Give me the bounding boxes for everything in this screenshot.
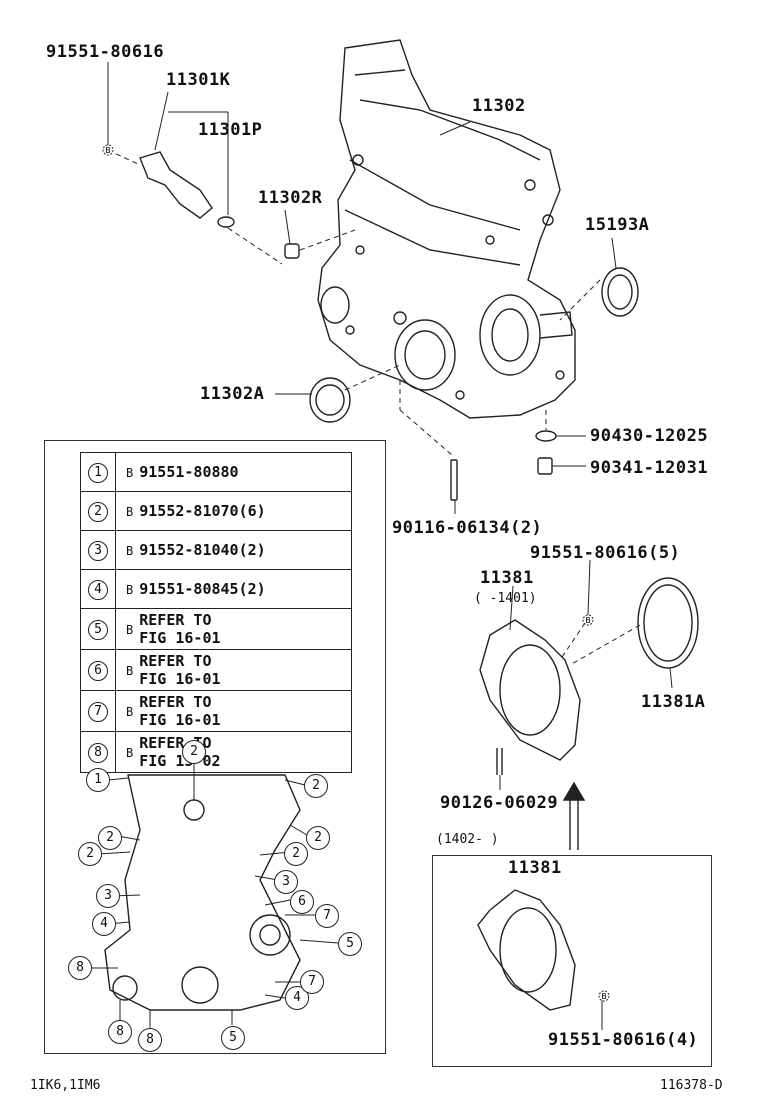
label-11301p: 11301P	[198, 120, 263, 140]
bolt-marker: B	[126, 745, 134, 760]
legend-ref-line2: FIG 15-02	[139, 752, 221, 770]
bolt-marker: B	[126, 544, 134, 558]
legend-frame	[44, 440, 386, 1054]
legend-row: 2 B 91552-81070(6)	[80, 491, 352, 531]
label-11302: 11302	[472, 96, 526, 116]
pin-5: 5	[338, 932, 362, 956]
pin-2: 2	[98, 826, 122, 850]
figure-id: 116378-D	[660, 1078, 723, 1093]
label-90116-06134: 90116-06134(2)	[392, 518, 543, 538]
bolt-marker: B	[126, 505, 134, 519]
legend-ref-line2: FIG 16-01	[139, 670, 221, 688]
legend-number: 3	[88, 540, 108, 561]
legend-row: 4 B 91551-80845(2)	[80, 569, 352, 609]
label-11302a: 11302A	[200, 384, 265, 404]
legend-number: 4	[88, 579, 108, 600]
label-11381a: 11381A	[641, 692, 706, 712]
label-91551-80616-4: 91551-80616(4)	[548, 1030, 699, 1050]
legend-part: 91552-81040(2)	[139, 541, 266, 559]
label-11301k: 11301K	[166, 70, 231, 90]
pin-2: 2	[284, 842, 308, 866]
svg-text:B: B	[601, 992, 607, 1001]
label-15193a: 15193A	[585, 215, 650, 235]
pin-8: 8	[68, 956, 92, 980]
bolt-marker: B	[126, 466, 134, 480]
legend-ref-line1: REFER TO	[139, 693, 212, 711]
legend-number: 7	[88, 701, 108, 722]
pin-2: 2	[304, 774, 328, 798]
legend-part: 91551-80880	[139, 463, 239, 481]
bolt-marker: B	[126, 583, 134, 597]
legend-number: 5	[88, 619, 108, 640]
label-11302r: 11302R	[258, 188, 323, 208]
pin-7: 7	[300, 970, 324, 994]
bolt-marker: B	[126, 622, 134, 637]
model-codes: 1IK6,1IM6	[30, 1078, 101, 1093]
legend-number: 2	[88, 501, 108, 522]
label-90341-12031: 90341-12031	[590, 458, 709, 478]
pin-1: 1	[86, 768, 110, 792]
legend-row: 1 B 91551-80880	[80, 452, 352, 492]
label-11381-top-range: ( -1401)	[474, 591, 537, 606]
legend-ref-line1: REFER TO	[139, 611, 212, 629]
pin-3: 3	[96, 884, 120, 908]
legend-ref-line2: FIG 16-01	[139, 711, 221, 729]
timing-cover-housing	[317, 39, 576, 419]
rear-oil-seal-retainer-bottom	[477, 889, 576, 1011]
svg-text:B: B	[585, 616, 591, 625]
crank-sensor-shape	[139, 151, 213, 219]
legend-ref-line2: FIG 16-01	[139, 629, 221, 647]
pin-3: 3	[274, 870, 298, 894]
pin-4: 4	[92, 912, 116, 936]
legend-number: 6	[88, 660, 108, 681]
pin-7: 7	[315, 904, 339, 928]
pin-6: 6	[290, 890, 314, 914]
bolt-marker: B	[126, 704, 134, 719]
label-90430-12025: 90430-12025	[590, 426, 709, 446]
legend-table: 1 B 91551-80880 2 B 91552-81070(6) 3 B 9155…	[80, 452, 352, 773]
pin-8: 8	[108, 1020, 132, 1044]
bolt-marker: B	[126, 663, 134, 678]
label-11381-bottom: 11381	[508, 858, 562, 878]
legend-ref-line1: REFER TO	[139, 652, 212, 670]
legend-number: 1	[88, 462, 108, 483]
pin-8: 8	[138, 1028, 162, 1052]
legend-row: 3 B 91552-81040(2)	[80, 530, 352, 570]
legend-part: 91552-81070(6)	[139, 502, 266, 520]
label-11381-top: 11381	[480, 568, 534, 588]
pin-2: 2	[306, 826, 330, 850]
legend-number: 8	[88, 742, 108, 763]
new-version-frame	[432, 855, 712, 1067]
svg-text:B: B	[105, 146, 111, 155]
label-11381-bottom-range: (1402- )	[436, 832, 499, 847]
pin-2: 2	[182, 740, 206, 764]
pin-2: 2	[78, 842, 102, 866]
pin-5: 5	[221, 1026, 245, 1050]
rear-oil-seal-retainer-top	[479, 619, 581, 761]
label-91551-80616: 91551-80616	[46, 42, 165, 62]
legend-part: 91551-80845(2)	[139, 580, 266, 598]
label-90126-06029: 90126-06029	[440, 793, 559, 813]
label-91551-80616-5: 91551-80616(5)	[530, 543, 681, 563]
